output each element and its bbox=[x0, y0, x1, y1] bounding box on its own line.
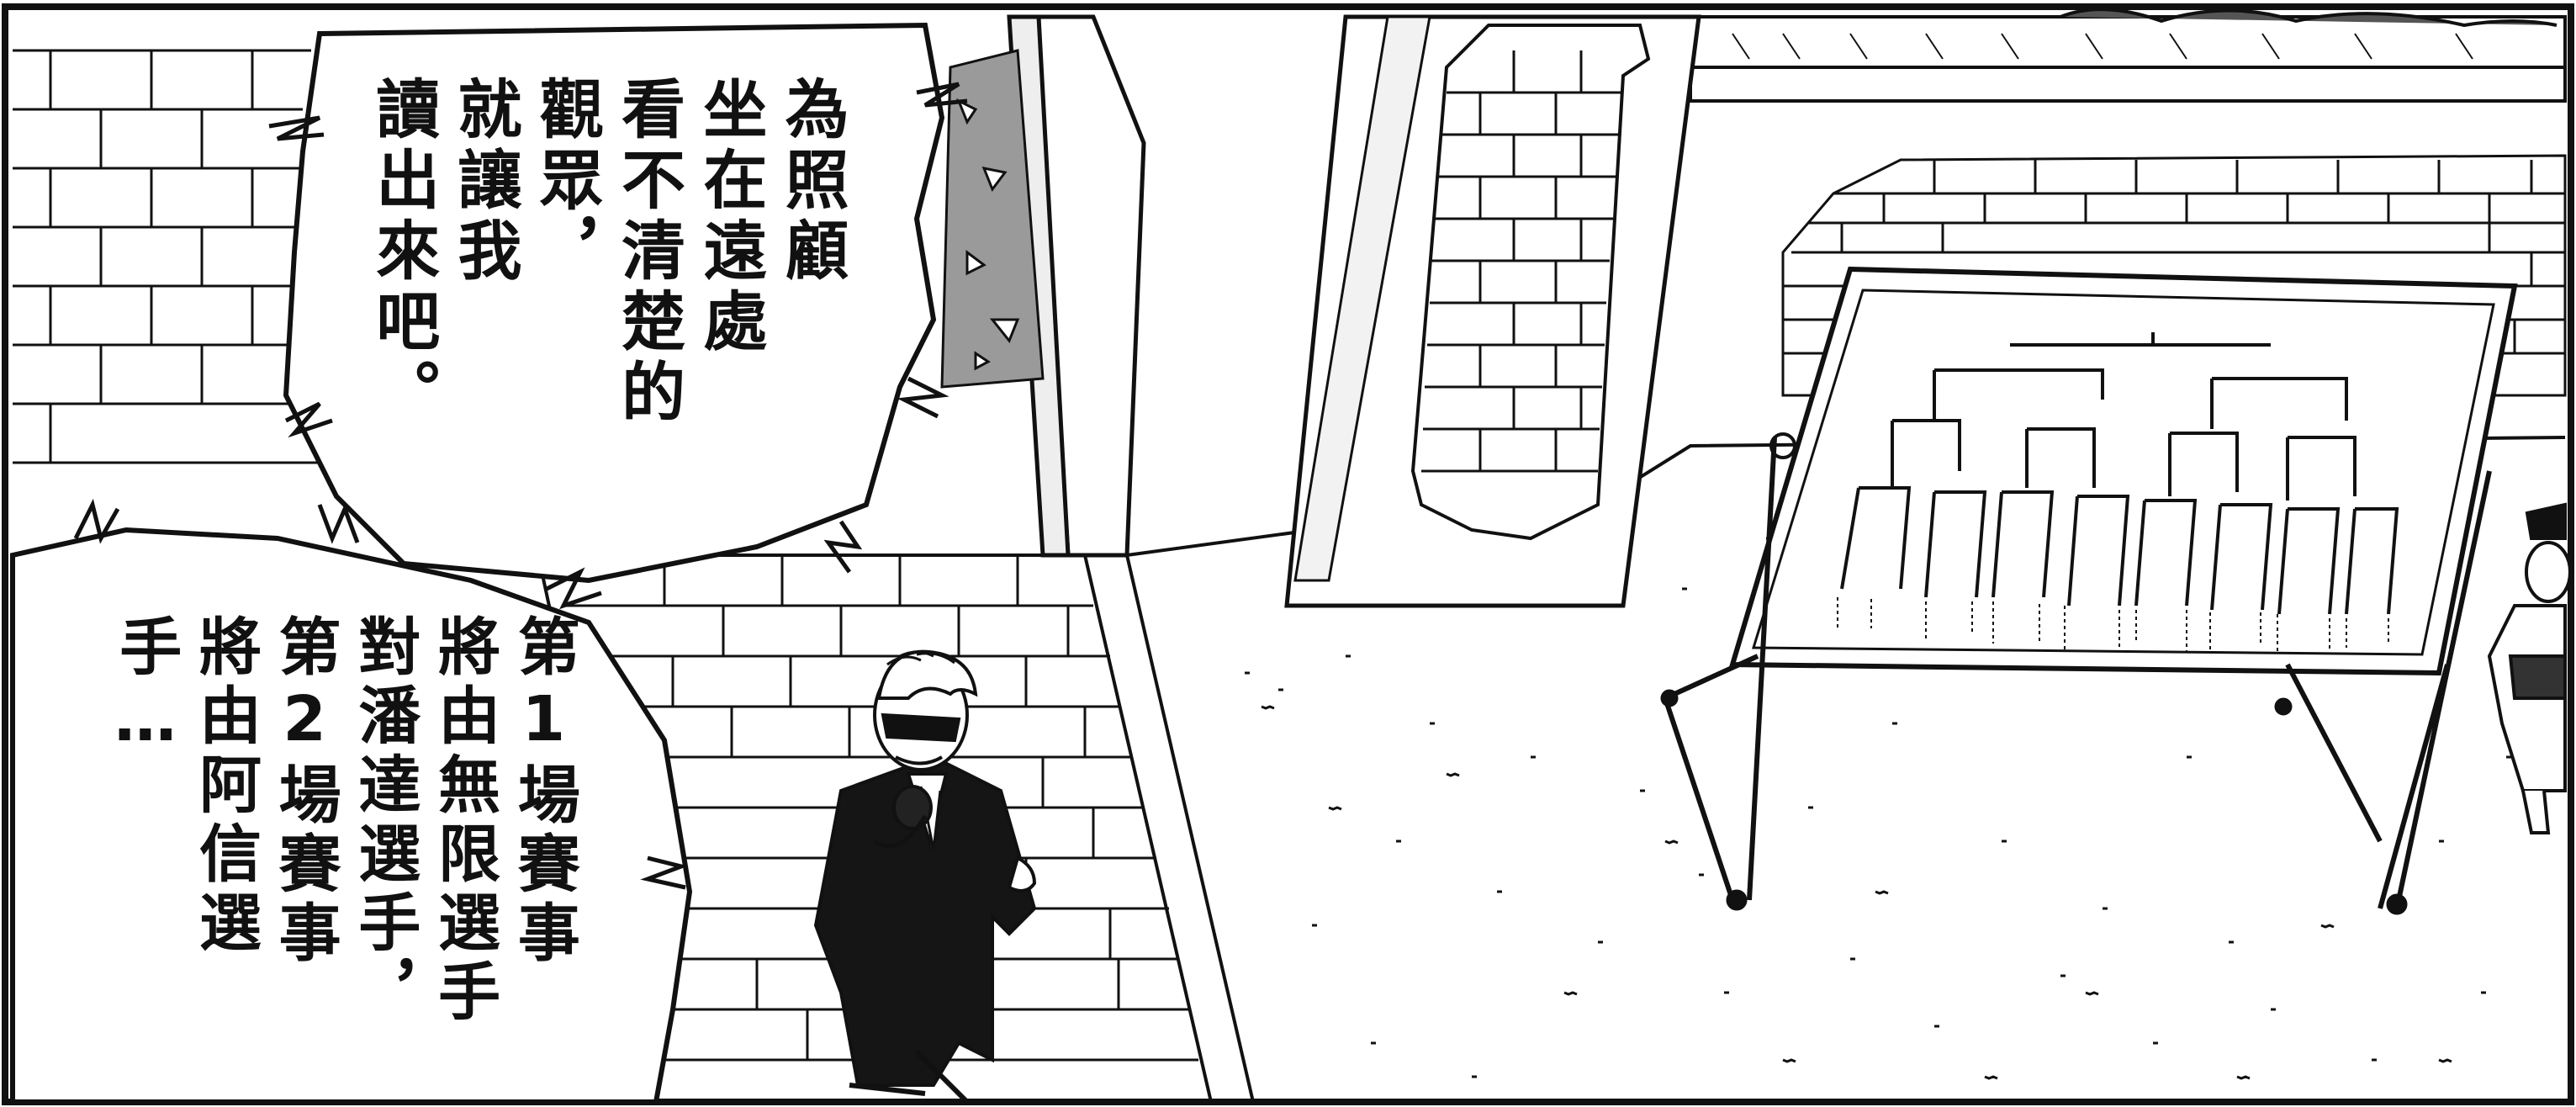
balloon-1-line: 觀眾， bbox=[528, 76, 604, 288]
balloon-1-line: 坐在遠處 bbox=[692, 76, 768, 358]
balloon-2-line: 將由無限選手 bbox=[427, 614, 500, 1028]
speech-balloon-1-text: 為照顧 坐在遠處 看不清楚的 觀眾， 就讓我 讀出來吧。 bbox=[362, 76, 853, 513]
tournament-board bbox=[1660, 266, 2518, 915]
balloon-1-line: 看不清楚的 bbox=[611, 76, 686, 429]
balloon-2-spikes bbox=[73, 498, 689, 890]
speech-balloon-2-text: 第1場賽事 將由無限選手 對潘達選手， 第2場賽事 將由阿信選手… bbox=[105, 614, 583, 1102]
announcer-figure bbox=[813, 649, 1037, 1104]
balloon-1-line: 為照顧 bbox=[774, 76, 849, 288]
speech-balloon-1 bbox=[283, 22, 945, 584]
balloon-2-line: 第1場賽事 bbox=[507, 614, 580, 969]
balloon-1-line: 就讓我 bbox=[447, 76, 522, 288]
balloon-1-spikes bbox=[268, 82, 968, 574]
balloon-1-line: 讀出來吧。 bbox=[365, 76, 441, 429]
background-person bbox=[2487, 502, 2572, 834]
gate-pillars bbox=[1007, 14, 1701, 608]
upper-left-wall bbox=[13, 49, 328, 464]
panel-border bbox=[2, 3, 2574, 1105]
bracket-names bbox=[1837, 597, 2389, 652]
rubble bbox=[940, 49, 1045, 389]
bracket-lines bbox=[1840, 332, 2399, 615]
balloon-2-line: 對潘達選手， bbox=[347, 614, 421, 1028]
speech-balloon-2 bbox=[10, 527, 693, 1104]
balloon-2-line: 第2場賽事 bbox=[268, 614, 341, 969]
balloon-2-line: 將由阿信選手… bbox=[108, 614, 262, 959]
